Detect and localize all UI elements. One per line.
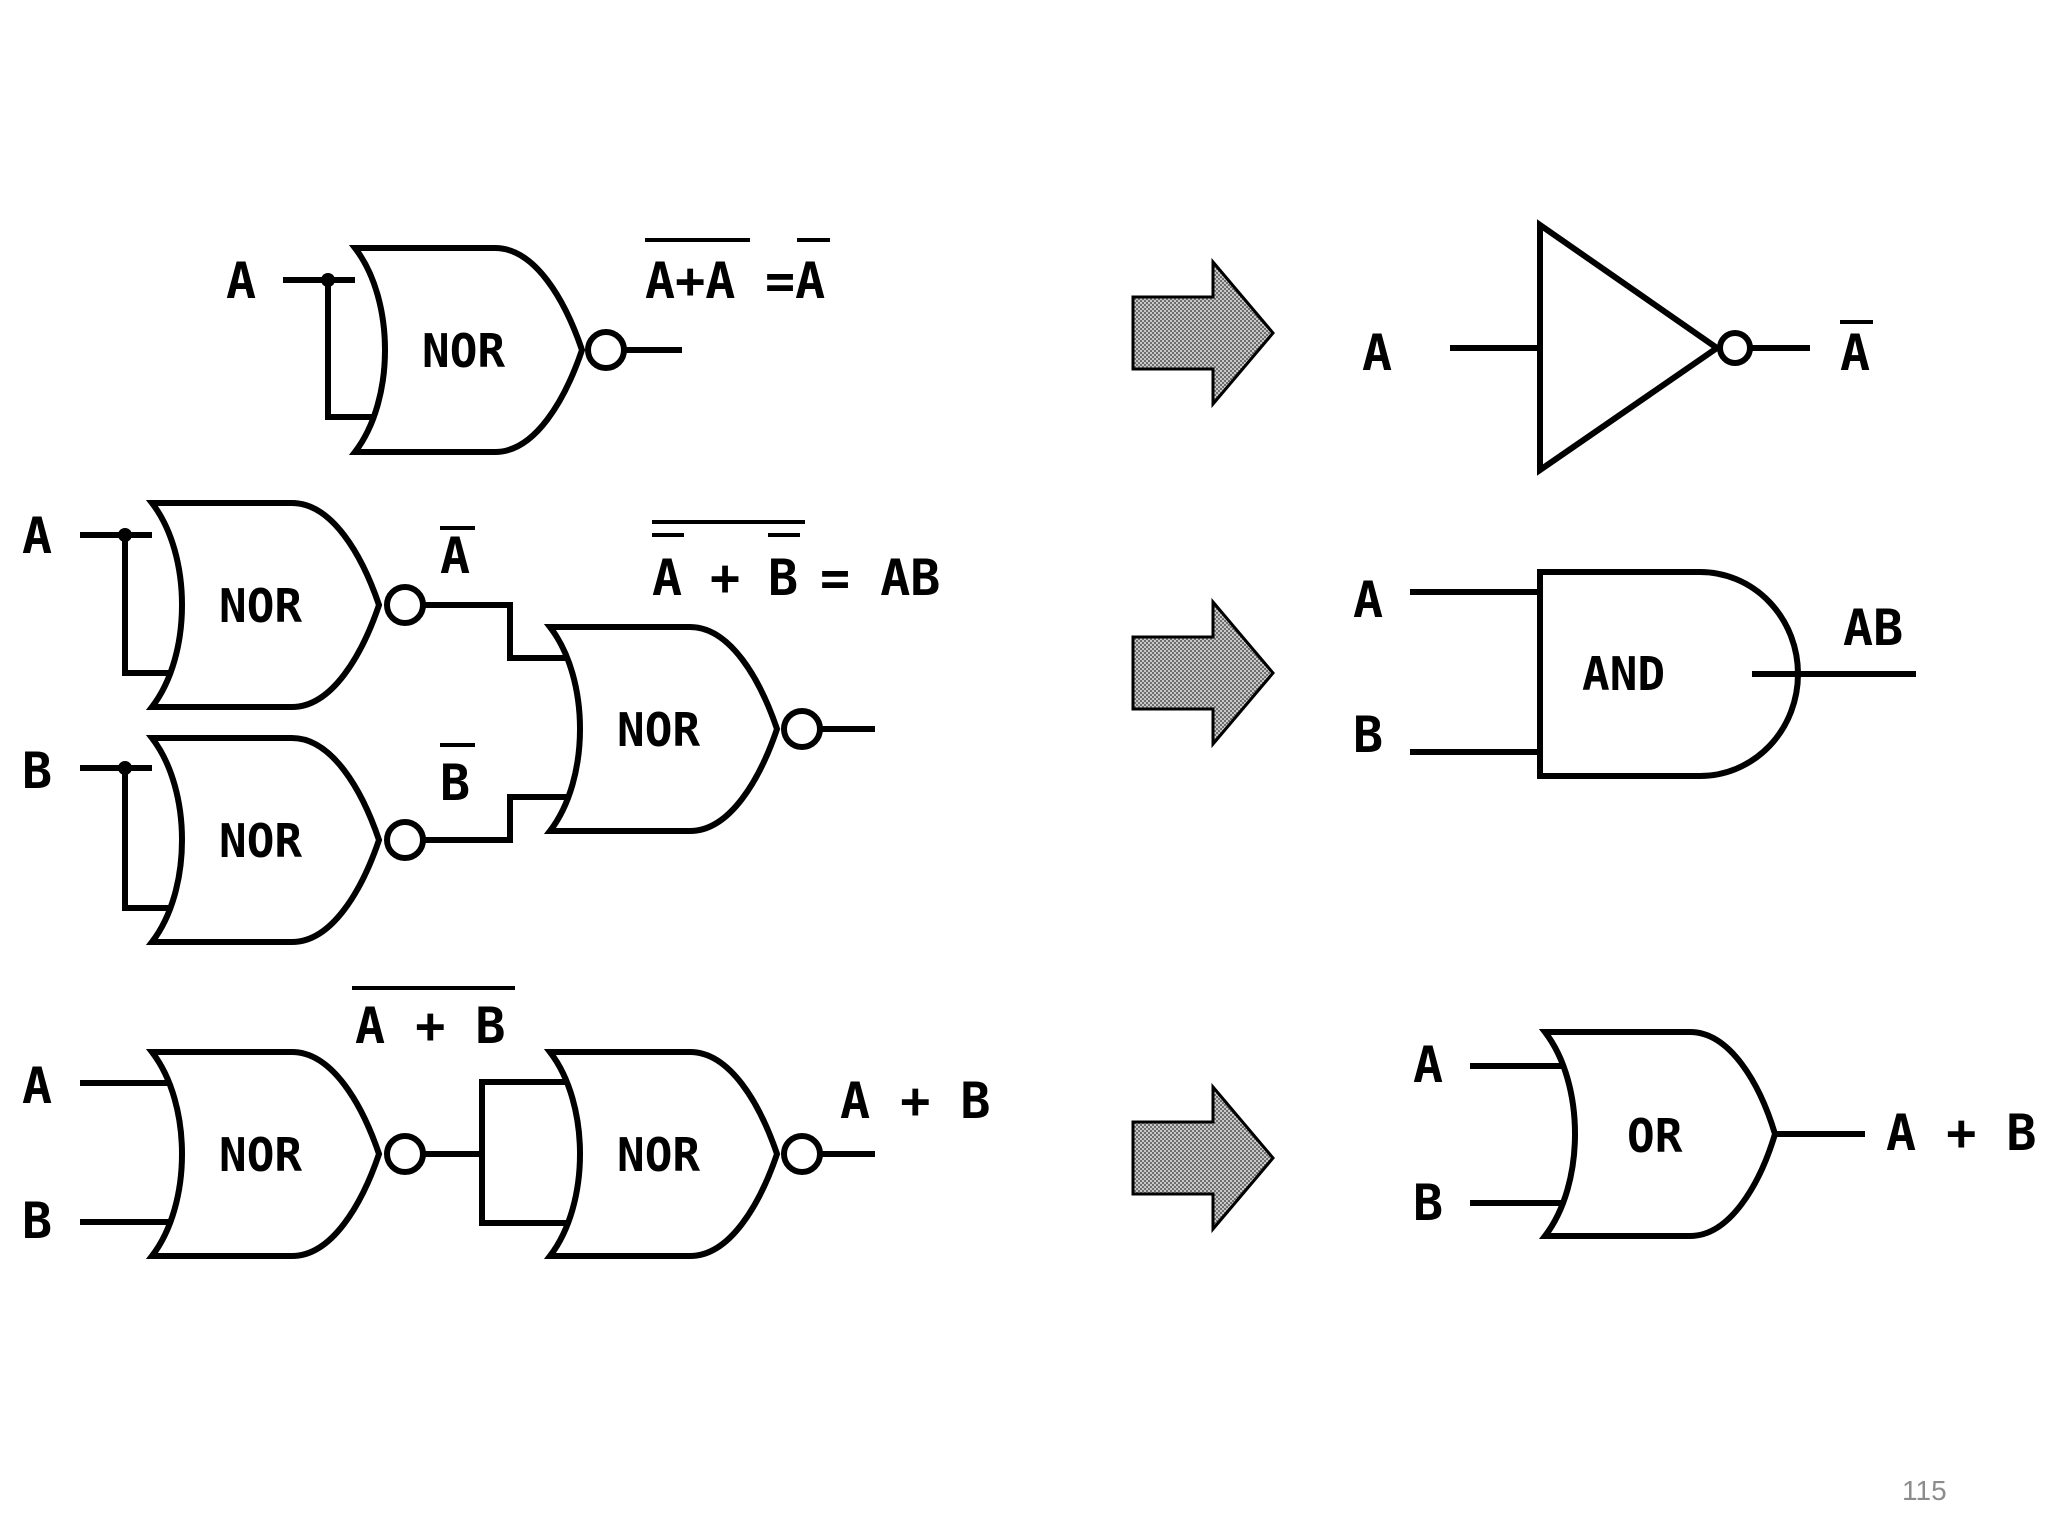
row1-eq-rhs: =A <box>765 252 825 310</box>
row2-nor-a-bubble <box>384 584 426 626</box>
row2-junction-a-dot <box>118 528 132 542</box>
not-input-a-label: A <box>1362 324 1392 382</box>
and-input-b-label: B <box>1353 706 1383 764</box>
row2-not-b-label: B <box>440 754 470 812</box>
row3-output-label: A + B <box>840 1072 991 1130</box>
and-gate-label: AND <box>1582 647 1665 701</box>
row2-input-b-label: B <box>22 742 52 800</box>
row3-nor-second-bubble <box>781 1133 823 1175</box>
row1-input-a-label: A <box>226 252 256 310</box>
row2-tied-a-wire <box>122 535 175 676</box>
row2-nor-b-bubble <box>384 819 426 861</box>
or-gate-label: OR <box>1627 1109 1683 1163</box>
page-number: 115 <box>1902 1475 1947 1506</box>
row2-eq-a: A <box>652 549 682 607</box>
row3-nor-gate-second <box>543 1049 781 1259</box>
not-gate-bubble <box>1717 330 1753 366</box>
or-output-label: A + B <box>1886 1104 2037 1162</box>
row2-eq-b: B <box>768 549 798 607</box>
row2-tied-b-wire <box>122 768 175 911</box>
row3-nor-gate-second-label: NOR <box>617 1128 700 1182</box>
row2-wire-a-to-final <box>423 602 573 661</box>
row2-not-a-label: A <box>440 527 470 585</box>
row3-nor-first-bubble <box>384 1133 426 1175</box>
arrow-row1-icon <box>1131 257 1275 409</box>
row2-eq-plus: + <box>710 549 740 607</box>
row2-nor-final-bubble <box>781 708 823 750</box>
row1-junction-dot <box>321 273 335 287</box>
row3-nor-gate-first <box>145 1049 383 1259</box>
row1-eq-lhs: A+A <box>645 252 735 310</box>
and-output-label: AB <box>1843 599 1903 657</box>
not-gate-triangle <box>1537 219 1723 476</box>
row3-tied-input-wire <box>479 1079 573 1226</box>
row1-tied-input-wire <box>325 280 380 420</box>
row2-nor-gate-b <box>145 735 383 945</box>
equivalent-not-gate: A A <box>1362 219 1873 476</box>
arrow-row2-icon <box>1131 597 1275 749</box>
row2-nor-gate-a <box>145 500 383 710</box>
row2-nor-gate-final-label: NOR <box>617 703 700 757</box>
row2-nor-gate-a-label: NOR <box>219 579 302 633</box>
row3-input-a-label: A <box>22 1057 52 1115</box>
row3-nor-gate-first-label: NOR <box>219 1128 302 1182</box>
or-gate-body <box>1538 1029 1779 1239</box>
row-and-nor-circuit: A NOR A B NOR B NOR A + B = AB <box>22 500 940 945</box>
and-input-a-label: A <box>1353 571 1383 629</box>
row1-nor-bubble <box>585 329 627 371</box>
and-gate-body <box>1537 569 1801 779</box>
row2-wire-b-to-final <box>423 794 573 843</box>
or-input-b-label: B <box>1413 1174 1443 1232</box>
row3-mid-label: A + B <box>355 997 506 1055</box>
or-input-a-label: A <box>1413 1036 1443 1094</box>
row1-nor-gate <box>348 245 586 455</box>
row2-junction-b-dot <box>118 761 132 775</box>
not-output-label: A <box>1840 324 1870 382</box>
row-or-nor-circuit: A B NOR NOR A + B A + B <box>22 986 991 1259</box>
row2-nor-gate-final <box>543 624 781 834</box>
row2-nor-gate-b-label: NOR <box>219 814 302 868</box>
row2-input-a-label: A <box>22 507 52 565</box>
row-not-nor-circuit: A NOR A+A =A <box>226 238 830 455</box>
arrow-row3-icon <box>1131 1082 1275 1234</box>
row1-nor-gate-label: NOR <box>422 324 505 378</box>
equivalent-or-gate: A B OR A + B <box>1413 1029 2037 1239</box>
row3-input-b-label: B <box>22 1192 52 1250</box>
row2-eq-rhs: = AB <box>820 549 940 607</box>
equivalent-and-gate: A B AND AB <box>1353 569 1916 779</box>
